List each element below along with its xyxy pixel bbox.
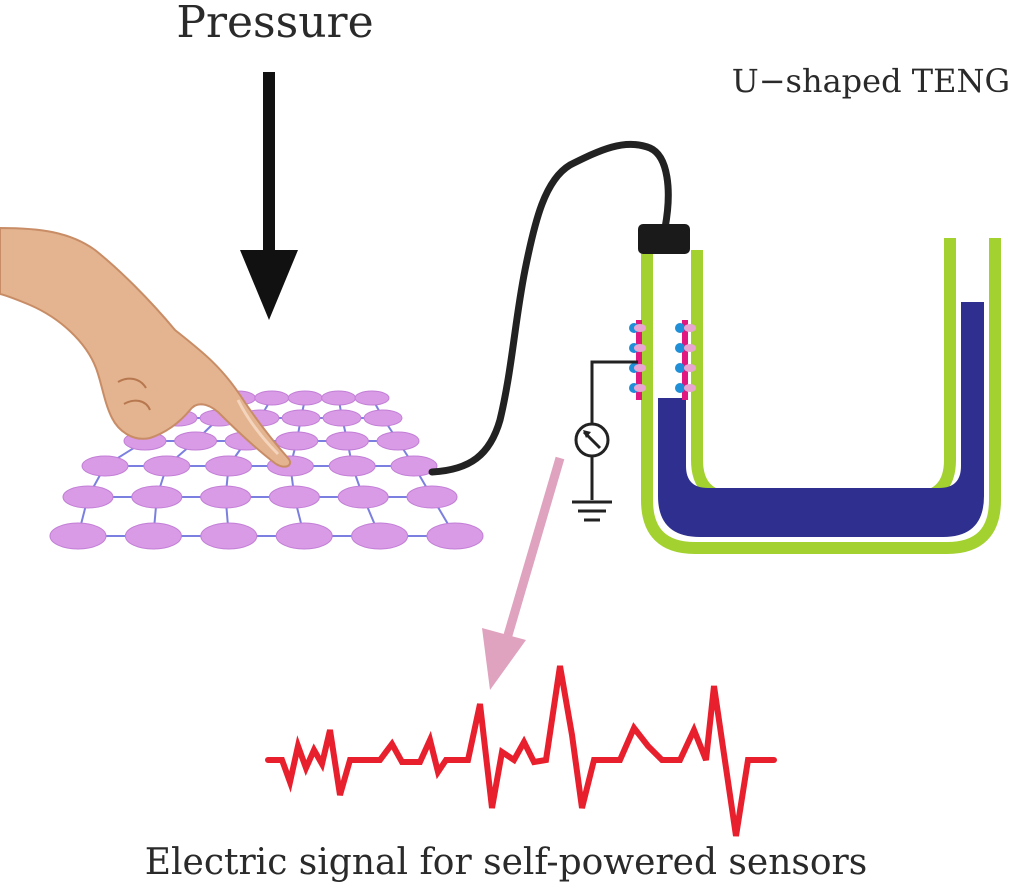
sensor-pad-array xyxy=(49,390,484,550)
hand-icon xyxy=(0,226,292,468)
positive-charge xyxy=(634,344,646,352)
sensor-pad xyxy=(328,455,376,477)
connection-wire xyxy=(428,140,672,476)
teng-label: U−shaped TENG xyxy=(732,62,1010,100)
positive-charge xyxy=(634,384,646,392)
sensor-pad xyxy=(351,522,409,550)
sensor-pad xyxy=(390,455,438,477)
sensor-pad xyxy=(325,431,369,451)
sensor-pad xyxy=(200,522,258,550)
positive-charge xyxy=(684,384,696,392)
sensor-pad xyxy=(131,485,183,509)
electrometer-icon xyxy=(574,360,638,500)
positive-charge xyxy=(634,324,646,332)
signal-caption: Electric signal for self-powered sensors xyxy=(145,842,867,883)
sensor-pad xyxy=(363,409,403,427)
electric-signal-waveform xyxy=(265,665,777,837)
negative-charge xyxy=(675,363,685,373)
sensor-pad xyxy=(62,485,114,509)
sensor-pad xyxy=(406,485,458,509)
sensor-pad xyxy=(321,390,357,406)
triboelectric-charges xyxy=(629,320,696,400)
sensor-pad xyxy=(205,455,253,477)
sensor-pad xyxy=(281,409,321,427)
sensor-pad xyxy=(376,431,420,451)
pressure-arrow-icon xyxy=(240,72,298,320)
positive-charge xyxy=(684,364,696,372)
sensor-pad xyxy=(200,485,252,509)
sensor-pad xyxy=(275,522,333,550)
sensor-pad xyxy=(174,431,218,451)
pressure-label: Pressure xyxy=(176,0,373,48)
ground-icon xyxy=(572,500,612,522)
positive-charge xyxy=(634,364,646,372)
sensor-pad xyxy=(254,390,290,406)
charge-layer xyxy=(682,320,688,400)
teng-cap xyxy=(638,224,690,254)
positive-charge xyxy=(684,324,696,332)
signal-arrow xyxy=(482,456,565,690)
negative-charge xyxy=(675,323,685,333)
sensor-pad xyxy=(81,455,129,477)
charge-layer xyxy=(636,320,642,400)
sensor-pad xyxy=(426,522,484,550)
sensor-pad xyxy=(354,390,390,406)
sensor-pad xyxy=(143,455,191,477)
sensor-pad xyxy=(337,485,389,509)
u-shaped-teng xyxy=(638,224,1001,554)
sensor-pad xyxy=(124,522,182,550)
sensor-pad xyxy=(322,409,362,427)
sensor-pad xyxy=(268,485,320,509)
sensor-pad xyxy=(275,431,319,451)
negative-charge xyxy=(675,343,685,353)
sensor-pad xyxy=(287,390,323,406)
sensor-pad xyxy=(49,522,107,550)
positive-charge xyxy=(684,344,696,352)
negative-charge xyxy=(675,383,685,393)
